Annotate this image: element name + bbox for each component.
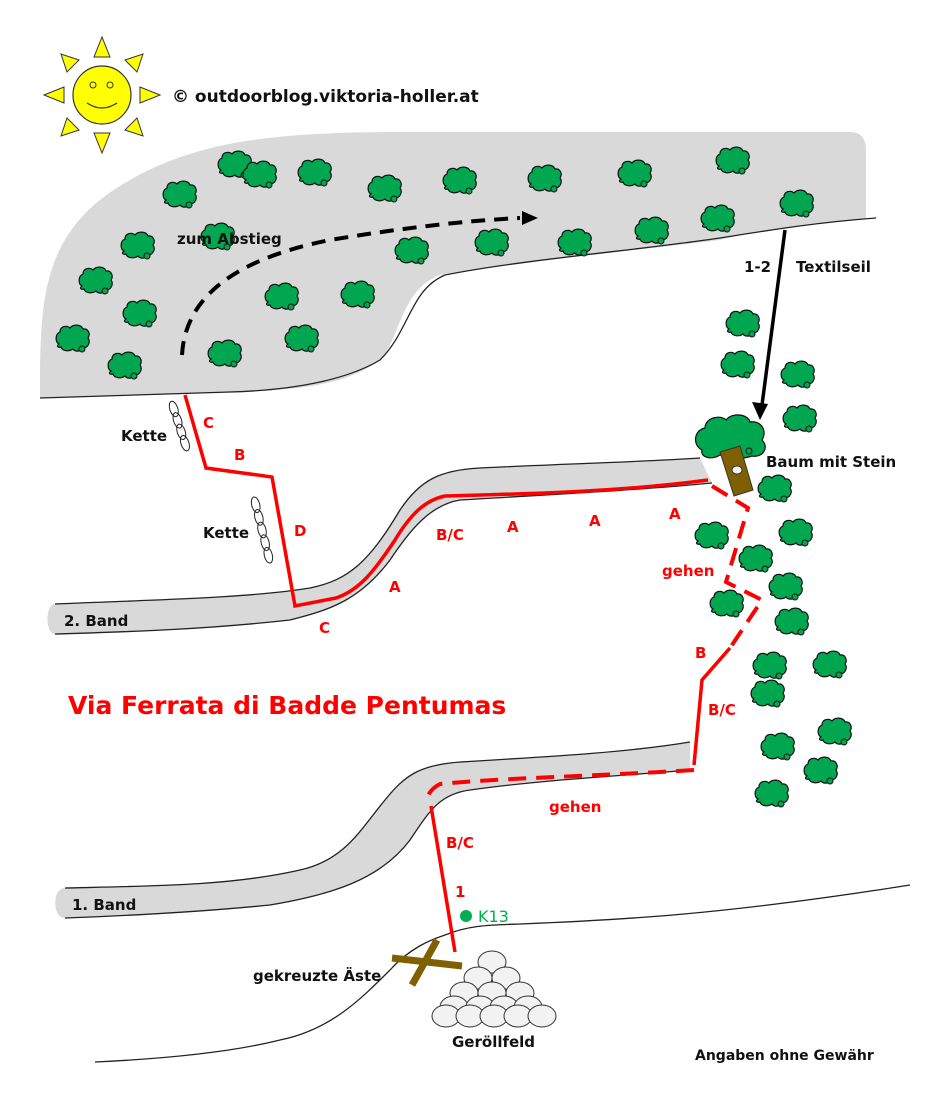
textile-rope-line [760,229,787,406]
disclaimer-text: Angaben ohne Gewähr [695,1048,874,1064]
grade-label: B [234,446,245,464]
band-2-label: 2. Band [64,612,128,630]
band-2-ledge [47,458,712,634]
tree-with-stone-icon [695,414,766,497]
grade-label: B/C [446,834,474,852]
scree-label: Geröllfeld [452,1033,535,1051]
right-bushes [694,309,852,808]
chain-label-lower: Kette [203,524,249,542]
checkpoint-label: K13 [478,907,509,926]
rope-grade-label: 1-2 [744,258,771,276]
grade-label: A [507,518,519,536]
grade-label: C [319,619,330,637]
copyright-text: © outdoorblog.viktoria-holler.at [172,87,479,107]
chain-label-upper: Kette [121,427,167,445]
boulder-icon [431,950,557,1028]
band-1-ledge [55,742,690,918]
crossed-branches-label: gekreuzte Äste [253,966,381,985]
checkpoint-dot-icon [460,910,472,922]
grade-label: B [695,644,706,662]
grade-label: A [589,512,601,530]
route-lower-wall [429,805,457,953]
walk-label-lower: gehen [549,798,601,816]
grade-label: 1 [455,883,465,901]
rope-arrowhead-icon [752,402,768,420]
walk-label-upper: gehen [662,562,714,580]
descent-arrowhead-icon [522,211,538,225]
descent-path-arrow [180,216,521,356]
grade-label: A [669,505,681,523]
route-walk-band-1 [424,768,695,801]
grade-label: B/C [436,526,464,544]
route-walk-upper [710,484,765,650]
tree-stone-label: Baum mit Stein [766,453,896,471]
grade-label: A [389,578,401,596]
descent-label: zum Abstieg [177,230,282,248]
grade-label: D [294,522,306,540]
grade-label: C [203,414,214,432]
crossed-branches-icon [391,938,463,987]
top-rock-plateau [40,132,866,398]
route-right-wall [692,646,732,766]
route-upper-wall [183,394,709,609]
sun-icon [42,35,162,155]
page-title: Via Ferrata di Badde Pentumas [68,691,506,720]
grade-label: B/C [708,701,736,719]
band-1-label: 1. Band [72,896,136,914]
top-rock-edge [39,217,877,399]
rope-label: Textilseil [796,258,871,276]
chain-icon-lower [249,495,275,565]
ground-line [94,884,911,1063]
